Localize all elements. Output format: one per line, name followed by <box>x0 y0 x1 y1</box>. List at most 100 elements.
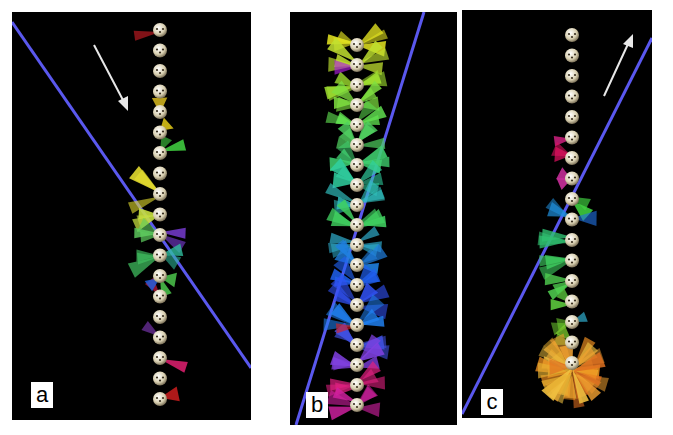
bead-texture <box>574 340 576 342</box>
bead <box>565 274 579 288</box>
bead-texture <box>162 253 164 255</box>
bead-texture <box>156 151 158 153</box>
bead <box>153 310 167 324</box>
bead-texture <box>353 323 355 325</box>
bead-texture <box>571 159 573 161</box>
panel-label-box: c <box>481 389 503 415</box>
bead <box>565 131 579 145</box>
bead-texture <box>574 176 576 178</box>
bead-texture <box>574 258 576 260</box>
orientation-cone <box>357 361 381 382</box>
bead-texture <box>568 33 570 35</box>
bead-texture <box>353 43 355 45</box>
bead-texture <box>353 143 355 145</box>
bead-texture <box>156 335 158 337</box>
bead-texture <box>571 364 573 366</box>
panel-label-box: b <box>306 392 328 418</box>
motion-arrow <box>94 45 128 111</box>
bead-texture <box>574 94 576 96</box>
bead-texture <box>356 406 358 408</box>
bead-texture <box>159 133 161 135</box>
bead <box>565 151 579 165</box>
bead-texture <box>356 346 358 348</box>
panel-label-box: a <box>31 382 53 408</box>
bead <box>350 298 364 312</box>
panel-label: c <box>487 391 498 413</box>
bead-texture <box>571 323 573 325</box>
bead-texture <box>353 103 355 105</box>
bead-texture <box>159 338 161 340</box>
bead <box>565 315 579 329</box>
bead-texture <box>574 74 576 76</box>
motion-arrow <box>604 34 633 96</box>
bead-texture <box>356 266 358 268</box>
bead <box>153 392 167 406</box>
bead <box>350 138 364 152</box>
bead-texture <box>159 195 161 197</box>
bead <box>153 167 167 181</box>
bead-texture <box>159 318 161 320</box>
bead-texture <box>353 223 355 225</box>
bead-texture <box>159 154 161 156</box>
panel-background <box>462 10 652 418</box>
bead-texture <box>156 48 158 50</box>
bead <box>350 178 364 192</box>
bead <box>153 249 167 263</box>
bead <box>350 398 364 412</box>
bead-texture <box>574 279 576 281</box>
bead-texture <box>359 223 361 225</box>
bead-texture <box>356 226 358 228</box>
bead <box>350 238 364 252</box>
bead-texture <box>162 48 164 50</box>
bead <box>565 295 579 309</box>
bead <box>565 90 579 104</box>
panel-background <box>12 12 251 420</box>
bead-texture <box>571 97 573 99</box>
bead-texture <box>353 63 355 65</box>
bead-texture <box>156 294 158 296</box>
bead <box>565 172 579 186</box>
bead-texture <box>568 94 570 96</box>
bead-texture <box>568 115 570 117</box>
bead-texture <box>353 403 355 405</box>
bead-texture <box>156 376 158 378</box>
bead-texture <box>359 403 361 405</box>
bead-texture <box>568 53 570 55</box>
bead-texture <box>571 138 573 140</box>
bead-texture <box>356 326 358 328</box>
bead <box>565 69 579 83</box>
bead-texture <box>156 130 158 132</box>
bead-texture <box>353 343 355 345</box>
bead-texture <box>574 115 576 117</box>
bead-texture <box>356 86 358 88</box>
bead-texture <box>568 320 570 322</box>
bead-texture <box>162 397 164 399</box>
bead-texture <box>568 176 570 178</box>
bead-texture <box>571 302 573 304</box>
bead-texture <box>159 51 161 53</box>
bead-texture <box>162 315 164 317</box>
bead <box>350 38 364 52</box>
interface-line <box>462 38 652 414</box>
bead-texture <box>162 294 164 296</box>
bead-texture <box>359 263 361 265</box>
bead-texture <box>571 118 573 120</box>
bead-texture <box>571 56 573 58</box>
bead-texture <box>574 135 576 137</box>
bead-texture <box>353 283 355 285</box>
bead <box>153 23 167 37</box>
bead-texture <box>359 63 361 65</box>
bead-texture <box>159 215 161 217</box>
bead-texture <box>353 163 355 165</box>
bead-texture <box>356 286 358 288</box>
bead-texture <box>353 383 355 385</box>
bead-texture <box>162 130 164 132</box>
bead-texture <box>159 256 161 258</box>
bead <box>565 49 579 63</box>
bead-texture <box>568 238 570 240</box>
bead-texture <box>359 203 361 205</box>
bead-texture <box>356 46 358 48</box>
bead-texture <box>571 343 573 345</box>
bead-texture <box>159 92 161 94</box>
bead-texture <box>162 192 164 194</box>
